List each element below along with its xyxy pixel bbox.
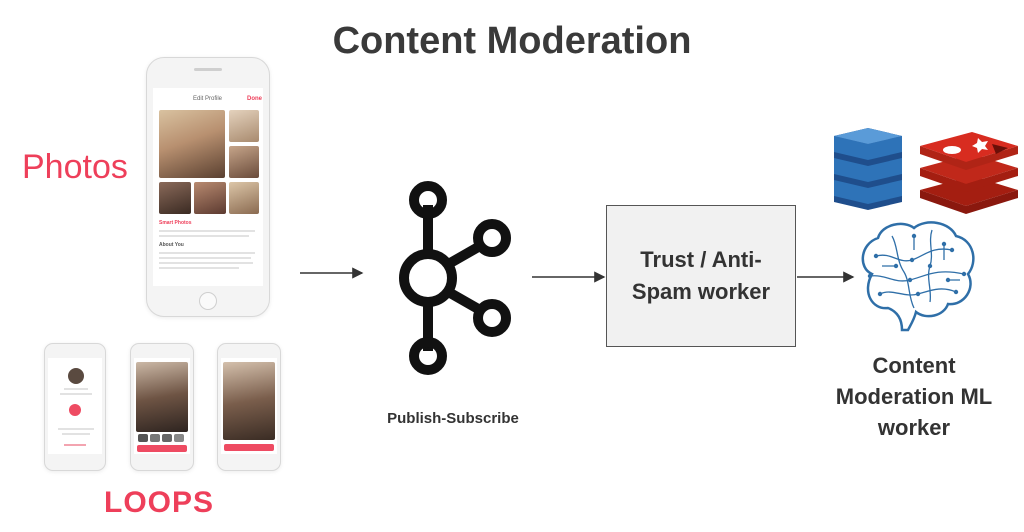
profile-photo-main: [159, 110, 225, 178]
loop-thumb: [150, 434, 160, 442]
loop-thumb: [162, 434, 172, 442]
loop-video-frame: [223, 362, 275, 440]
edit-profile-title: Edit Profile: [193, 96, 223, 102]
loop-video-frame: [136, 362, 188, 432]
text-line: [159, 230, 255, 232]
worker-label: Trust / Anti-Spam worker: [631, 247, 771, 304]
edit-profile-screen: Edit Profile Done Smart Photos About You: [153, 88, 263, 286]
phone-speaker: [194, 68, 222, 71]
text-line: [159, 252, 255, 254]
action-button[interactable]: [224, 444, 274, 451]
dynamodb-icon: [834, 128, 902, 210]
text-line: [64, 388, 88, 390]
profile-photo: [229, 110, 259, 142]
text-line: [159, 257, 251, 259]
loops-phone-3: [217, 343, 281, 471]
profile-photo: [194, 182, 226, 214]
loop-thumb: [138, 434, 148, 442]
profile-photo: [229, 146, 259, 178]
done-button[interactable]: Done: [247, 96, 262, 102]
action-button[interactable]: [137, 445, 187, 452]
ml-worker-label: Content Moderation ML worker: [835, 353, 993, 440]
brain-icon: [861, 221, 975, 332]
profile-photo: [159, 182, 191, 214]
redis-icon: [920, 132, 1018, 214]
text-line: [64, 444, 86, 446]
smart-photos-heading: Smart Photos: [159, 220, 192, 226]
trust-antispam-worker-box: Trust / Anti-Spam worker: [606, 205, 796, 347]
text-line: [62, 433, 90, 435]
loops-phone-2: [130, 343, 194, 471]
text-line: [159, 235, 249, 237]
kafka-icon: [399, 181, 511, 375]
edit-profile-phone: Edit Profile Done Smart Photos About You: [146, 57, 270, 317]
loops-screen-3: [221, 358, 277, 454]
text-line: [159, 267, 239, 269]
loops-label: LOOPS: [104, 486, 215, 519]
text-line: [60, 393, 92, 395]
phone-home-button: [199, 292, 217, 310]
loops-phone-1: [44, 343, 106, 471]
loops-screen-2: [134, 358, 190, 454]
avatar: [68, 368, 84, 384]
loops-screen-1: [48, 358, 102, 454]
profile-photo: [229, 182, 259, 214]
photos-label: Photos: [22, 148, 128, 186]
text-line: [159, 262, 253, 264]
slide-title: Content Moderation: [332, 20, 692, 62]
pubsub-label: Publish-Subscribe: [387, 410, 519, 427]
loop-thumb: [174, 434, 184, 442]
record-button: [69, 404, 81, 416]
about-you-heading: About You: [159, 242, 184, 248]
text-line: [58, 428, 94, 430]
